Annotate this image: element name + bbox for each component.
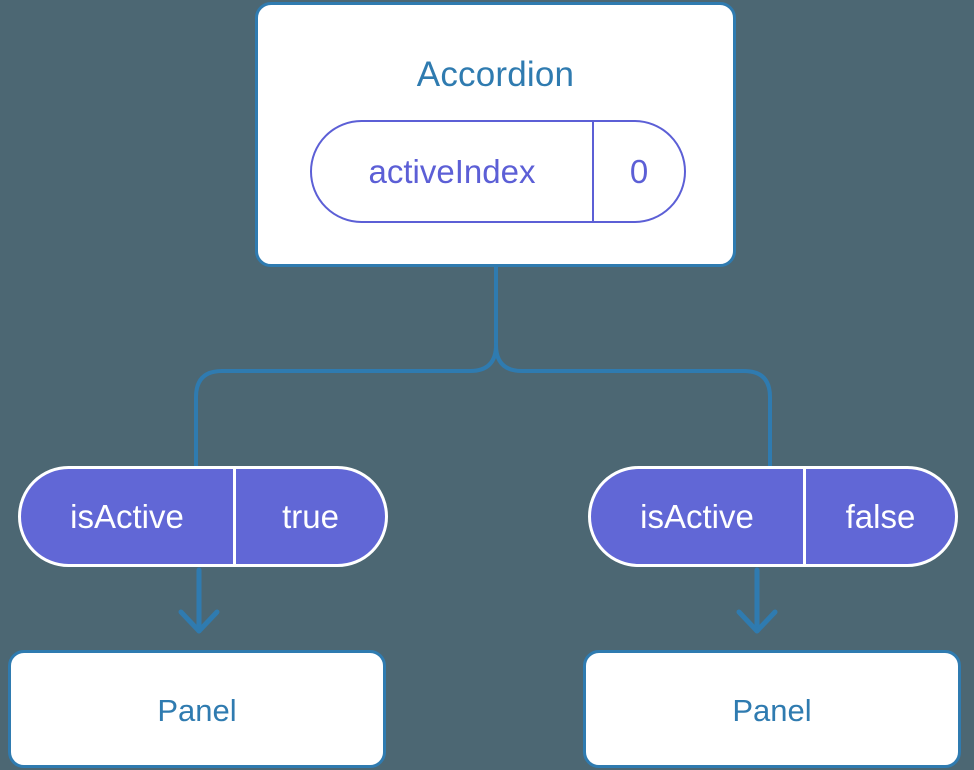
panel-title: Panel bbox=[732, 693, 812, 728]
panel-component-card-left[interactable]: Panel bbox=[8, 650, 386, 768]
panel-title: Panel bbox=[157, 693, 237, 728]
prop-pill-key: isActive bbox=[21, 469, 236, 564]
prop-pill-value: true bbox=[282, 497, 339, 535]
state-pill-key: activeIndex bbox=[312, 122, 594, 221]
connector-bracket-right bbox=[494, 343, 772, 468]
prop-pill-key: isActive bbox=[591, 469, 806, 564]
arrow-left-head bbox=[178, 609, 220, 634]
state-pill-active-index[interactable]: activeIndex 0 bbox=[310, 120, 686, 223]
prop-pill-is-active-true[interactable]: isActive true bbox=[18, 466, 388, 567]
state-pill-value: 0 bbox=[629, 152, 649, 190]
panel-component-card-right[interactable]: Panel bbox=[583, 650, 961, 768]
accordion-component-card[interactable]: Accordion activeIndex 0 bbox=[255, 2, 736, 267]
connector-bracket-left bbox=[194, 343, 498, 468]
arrow-right-head bbox=[736, 609, 778, 634]
page-title: Accordion bbox=[416, 55, 575, 94]
prop-pill-is-active-false[interactable]: isActive false bbox=[588, 466, 958, 567]
prop-pill-value: false bbox=[845, 497, 916, 535]
